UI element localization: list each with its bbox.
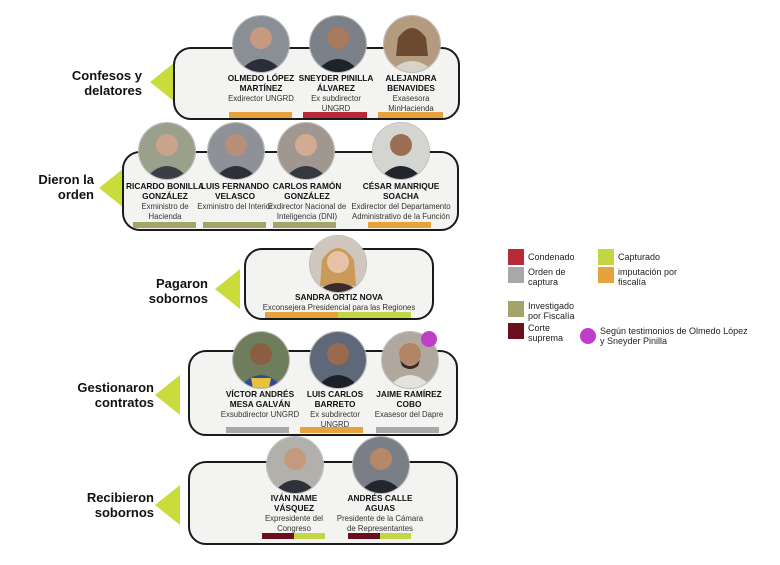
person-name: OLMEDO LÓPEZ MARTÍNEZ xyxy=(227,73,295,93)
status-bar xyxy=(303,112,367,118)
person-role: Exministro de Hacienda xyxy=(141,202,189,221)
group-title-pagaron: Pagaron sobornos xyxy=(148,276,208,306)
avatar-photo xyxy=(352,436,410,494)
legend-label: Orden de captura xyxy=(528,267,566,287)
legend-testimony-dot xyxy=(580,328,596,344)
avatar-photo xyxy=(232,331,290,389)
person-card: VÍCTOR ANDRÉS MESA GALVÁN Exsubdirector … xyxy=(218,389,302,420)
person-card: JAIME RAMÍREZ COBO Exasesor del Dapre xyxy=(370,389,448,420)
status-bar xyxy=(226,427,289,433)
legend-swatch xyxy=(598,267,614,283)
avatar-photo xyxy=(309,15,367,73)
avatar-photo xyxy=(372,122,430,180)
avatar-photo xyxy=(277,122,335,180)
status-bar xyxy=(348,533,411,539)
status-bar xyxy=(368,222,431,228)
status-bar xyxy=(300,427,363,433)
legend-testimony-label: Según testimonios de Olmedo López y Sney… xyxy=(600,326,748,346)
avatar-photo xyxy=(232,15,290,73)
person-role: Exministro del Interior xyxy=(197,202,273,211)
person-name: JAIME RAMÍREZ COBO xyxy=(376,389,442,409)
person-name: RICARDO BONILLA GONZÁLEZ xyxy=(126,181,204,201)
legend-swatch xyxy=(598,249,614,265)
person-name: LUIS CARLOS BARRETO xyxy=(306,389,364,409)
person-card: SANDRA ORTIZ NOVA Exconsejera Presidenci… xyxy=(254,292,424,313)
group-title-orden: Dieron la orden xyxy=(38,172,94,202)
status-bar xyxy=(378,112,443,118)
avatar-photo xyxy=(138,122,196,180)
person-card: OLMEDO LÓPEZ MARTÍNEZ Exdirector UNGRD xyxy=(222,73,300,104)
status-bar xyxy=(262,533,325,539)
person-card: RICARDO BONILLA GONZÁLEZ Exministro de H… xyxy=(124,181,206,221)
person-role: Presidente de la Cámara de Representante… xyxy=(336,514,424,533)
person-role: Ex subdirector UNGRD xyxy=(311,94,361,113)
avatar-photo xyxy=(309,235,367,293)
triangle-marker xyxy=(155,375,180,415)
status-bar xyxy=(273,222,336,228)
person-role: Exasesora MinHacienda xyxy=(388,94,434,113)
triangle-marker xyxy=(215,269,240,309)
legend-label: Condenado xyxy=(528,252,575,262)
person-card: CARLOS RAMÓN GONZÁLEZ Exdirector Naciona… xyxy=(266,181,348,221)
legend-label: Corte suprema xyxy=(528,323,564,343)
person-role: Exdirector Nacional de Inteligencia (DNI… xyxy=(267,202,347,221)
person-name: SANDRA ORTIZ NOVA xyxy=(294,292,384,302)
status-bar xyxy=(203,222,266,228)
group-title-gestionaron: Gestionaron contratos xyxy=(77,380,154,410)
legend-capturado: Capturado xyxy=(598,249,698,265)
legend-label: imputación por fiscalía xyxy=(618,267,678,287)
legend-investigado: Investigado por Fiscalía xyxy=(508,301,588,321)
triangle-marker xyxy=(150,62,175,102)
person-name: ALEJANDRA BENAVIDES xyxy=(385,73,437,93)
legend-orden-captura: Orden de captura xyxy=(508,267,574,287)
legend-swatch xyxy=(508,267,524,283)
person-name: LUIS FERNANDO VELASCO xyxy=(200,181,270,201)
person-role: Exsubdirector UNGRD xyxy=(220,410,300,419)
legend-corte-suprema: Corte suprema xyxy=(508,323,574,343)
status-bar xyxy=(376,427,439,433)
person-name: IVÁN NAME VÁSQUEZ xyxy=(270,493,318,513)
triangle-marker xyxy=(155,485,180,525)
person-card: SNEYDER PINILLA ÁLVAREZ Ex subdirector U… xyxy=(297,73,375,113)
person-card: IVÁN NAME VÁSQUEZ Expresidente del Congr… xyxy=(255,493,333,533)
legend-condenado: Condenado xyxy=(508,249,588,265)
person-name: CÉSAR MANRIQUE SOACHA xyxy=(362,181,440,201)
person-name: SNEYDER PINILLA ÁLVAREZ xyxy=(298,73,374,93)
group-box-recibieron xyxy=(188,461,458,545)
legend-label: Capturado xyxy=(618,252,661,262)
legend-swatch xyxy=(508,249,524,265)
person-card: ANDRÉS CALLE AGUAS Presidente de la Cáma… xyxy=(335,493,425,533)
group-title-recibieron: Recibieron sobornos xyxy=(86,490,154,520)
person-role: Exasesor del Dapre xyxy=(374,410,444,419)
person-card: ALEJANDRA BENAVIDES Exasesora MinHaciend… xyxy=(372,73,450,113)
avatar-photo xyxy=(207,122,265,180)
person-name: VÍCTOR ANDRÉS MESA GALVÁN xyxy=(225,389,295,409)
testimony-dot xyxy=(421,331,437,347)
legend-label: Investigado por Fiscalía xyxy=(528,301,575,321)
person-role: Ex subdirector UNGRD xyxy=(310,410,360,429)
legend-imputacion: imputación por fiscalía xyxy=(598,267,686,287)
person-card: LUIS FERNANDO VELASCO Exministro del Int… xyxy=(196,181,274,212)
avatar-photo xyxy=(309,331,367,389)
person-role: Expresidente del Congreso xyxy=(264,514,324,533)
person-name: CARLOS RAMÓN GONZÁLEZ xyxy=(272,181,342,201)
avatar-photo xyxy=(266,436,324,494)
person-role: Exconsejera Presidencial para las Region… xyxy=(262,303,416,312)
group-title-confesos: Confesos y delatores xyxy=(71,68,142,98)
legend-swatch xyxy=(508,301,524,317)
person-card: LUIS CARLOS BARRETO Ex subdirector UNGRD xyxy=(296,389,374,429)
triangle-marker xyxy=(99,168,124,208)
person-name: ANDRÉS CALLE AGUAS xyxy=(347,493,413,513)
status-bar xyxy=(133,222,196,228)
legend-swatch xyxy=(508,323,524,339)
status-bar xyxy=(265,312,411,318)
avatar-photo xyxy=(383,15,441,73)
status-bar xyxy=(229,112,292,118)
person-role: Exdirector UNGRD xyxy=(228,94,294,103)
